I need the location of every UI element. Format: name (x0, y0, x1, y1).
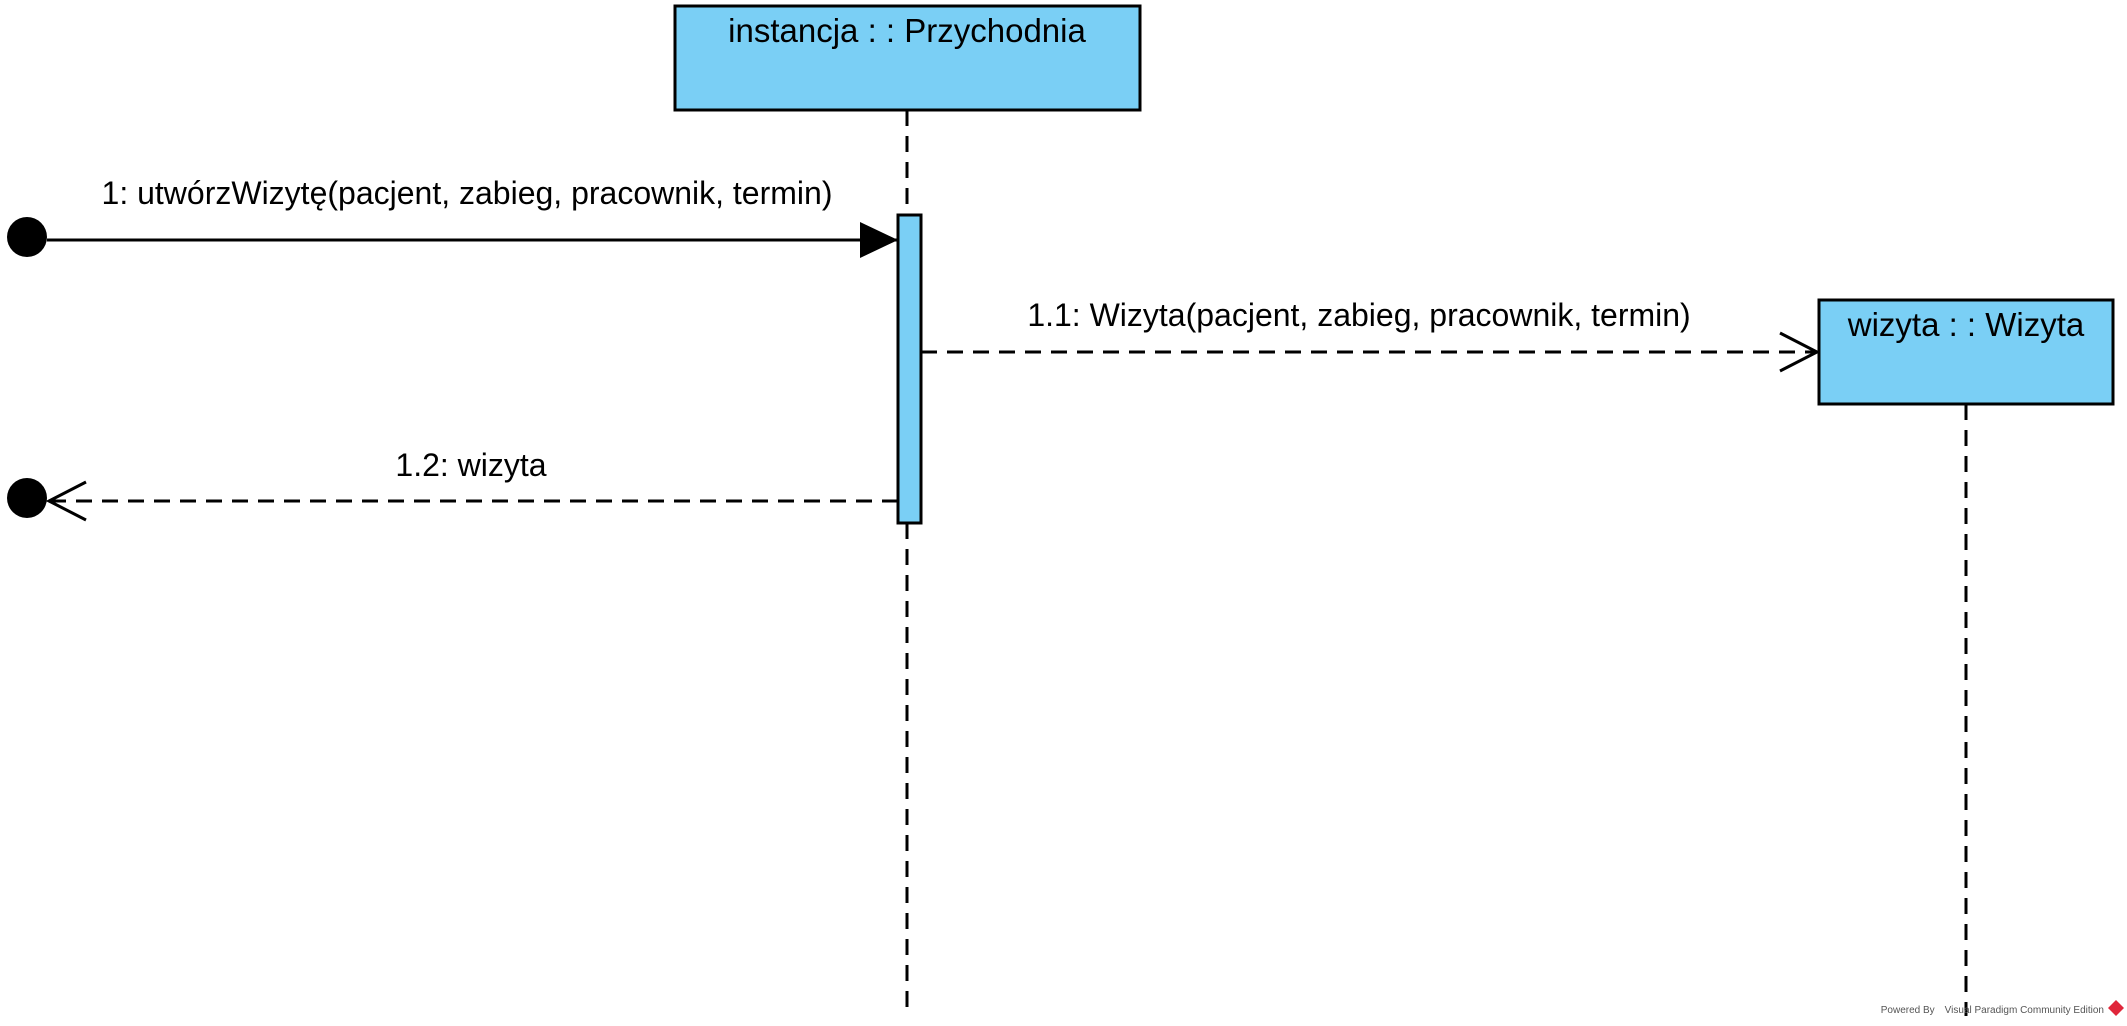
visual-paradigm-logo-icon (2108, 1000, 2124, 1016)
message-1[interactable]: 1: utwórzWizytę(pacjent, zabieg, pracown… (7, 175, 898, 258)
message-1-2[interactable]: 1.2: wizyta (7, 447, 898, 522)
found-message-start-dot (7, 217, 47, 257)
message-1-label: 1: utwórzWizytę(pacjent, zabieg, pracown… (102, 175, 833, 211)
open-arrowhead-right (1779, 331, 1821, 373)
lost-message-end-dot (7, 478, 47, 518)
message-1-1[interactable]: 1.1: Wizyta(pacjent, zabieg, pracownik, … (921, 297, 1821, 373)
lifeline-przychodnia[interactable]: instancja : : Przychodnia (673, 4, 1142, 1016)
message-1-1-label: 1.1: Wizyta(pacjent, zabieg, pracownik, … (1027, 297, 1690, 333)
watermark-text: Powered By Visual Paradigm Community Edi… (1881, 1005, 2104, 1016)
lifeline-wizyta[interactable]: wizyta : : Wizyta (1817, 298, 2115, 1016)
lifeline-przychodnia-head[interactable] (673, 4, 1142, 112)
message-1-2-label: 1.2: wizyta (395, 447, 546, 483)
open-arrowhead-left (45, 480, 87, 522)
lifeline-wizyta-title: wizyta : : Wizyta (1847, 306, 2085, 343)
watermark: Powered By Visual Paradigm Community Edi… (1881, 1000, 2124, 1016)
lifeline-wizyta-head[interactable] (1817, 298, 2115, 406)
activation-bar[interactable] (896, 213, 923, 525)
lifeline-przychodnia-title: instancja : : Przychodnia (728, 12, 1086, 49)
